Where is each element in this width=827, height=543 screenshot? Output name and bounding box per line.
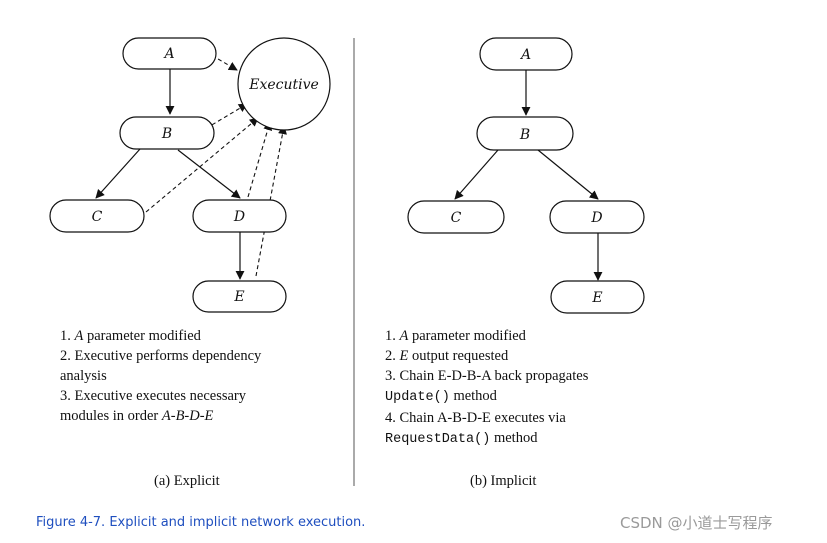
implicit-step-2: 2. E output requested: [385, 348, 509, 364]
explicit-step-2-cont: analysis: [60, 368, 107, 384]
implicit-steps: 1. A parameter modified 2. E output requ…: [385, 326, 588, 450]
explicit-node-e: [192, 280, 287, 313]
executive-node-label: Executive: [248, 77, 319, 93]
explicit-step-1: 1. A parameter modified: [60, 328, 201, 344]
watermark: CSDN @小道士写程序: [620, 514, 773, 532]
explicit-step-2: 2. Executive performs dependency: [60, 348, 262, 364]
explicit-node-b-label: B: [161, 126, 172, 142]
edge-b-d: [177, 149, 241, 199]
implicit-node-e-label: E: [591, 290, 602, 306]
explicit-node-c-label: C: [92, 209, 103, 225]
implicit-caption: (b) Implicit: [470, 473, 537, 489]
edge-c-executive: [145, 117, 259, 213]
implicit-step-3-cont: Update() method: [385, 388, 497, 405]
implicit-step-3: 3. Chain E-D-B-A back propagates: [385, 368, 589, 384]
figure-caption: Figure 4-7. Explicit and implicit networ…: [36, 515, 366, 530]
explicit-node-c: [49, 199, 145, 233]
edge-b-c: [95, 148, 141, 199]
implicit-node-e: [550, 280, 645, 314]
implicit-step-4-cont: RequestData() method: [385, 430, 538, 447]
edge-d-executive: [247, 121, 273, 198]
implicit-step-4: 4. Chain A-B-D-E executes via: [385, 410, 566, 426]
explicit-node-a-label: A: [162, 46, 174, 62]
edge-b-d: [537, 149, 599, 200]
implicit-node-c: [407, 200, 505, 234]
implicit-node-d: [549, 200, 645, 234]
executive-node: [237, 37, 331, 131]
explicit-node-a: [122, 37, 217, 70]
explicit-node-d-label: D: [233, 209, 245, 225]
edge-e-executive: [255, 125, 287, 277]
implicit-step-1: 1. A parameter modified: [385, 328, 526, 344]
edge-b-c: [454, 149, 499, 200]
explicit-step-3-cont: modules in order A-B-D-E: [60, 408, 214, 424]
explicit-diagram: A B C D E Executive: [49, 37, 331, 313]
implicit-node-a: [479, 37, 573, 71]
explicit-caption: (a) Explicit: [154, 473, 220, 489]
explicit-node-e-label: E: [233, 289, 244, 305]
implicit-diagram: A B C D E: [407, 37, 645, 314]
implicit-node-b: [476, 116, 574, 151]
explicit-node-b: [119, 116, 215, 150]
implicit-node-b-label: B: [519, 127, 530, 143]
explicit-step-3: 3. Executive executes necessary: [60, 388, 246, 404]
explicit-node-d: [192, 199, 287, 233]
implicit-node-a-label: A: [519, 47, 531, 63]
implicit-node-d-label: D: [590, 210, 602, 226]
edge-a-executive: [205, 51, 238, 71]
explicit-steps: 1. A parameter modified 2. Executive per…: [60, 326, 261, 426]
implicit-node-c-label: C: [451, 210, 462, 226]
